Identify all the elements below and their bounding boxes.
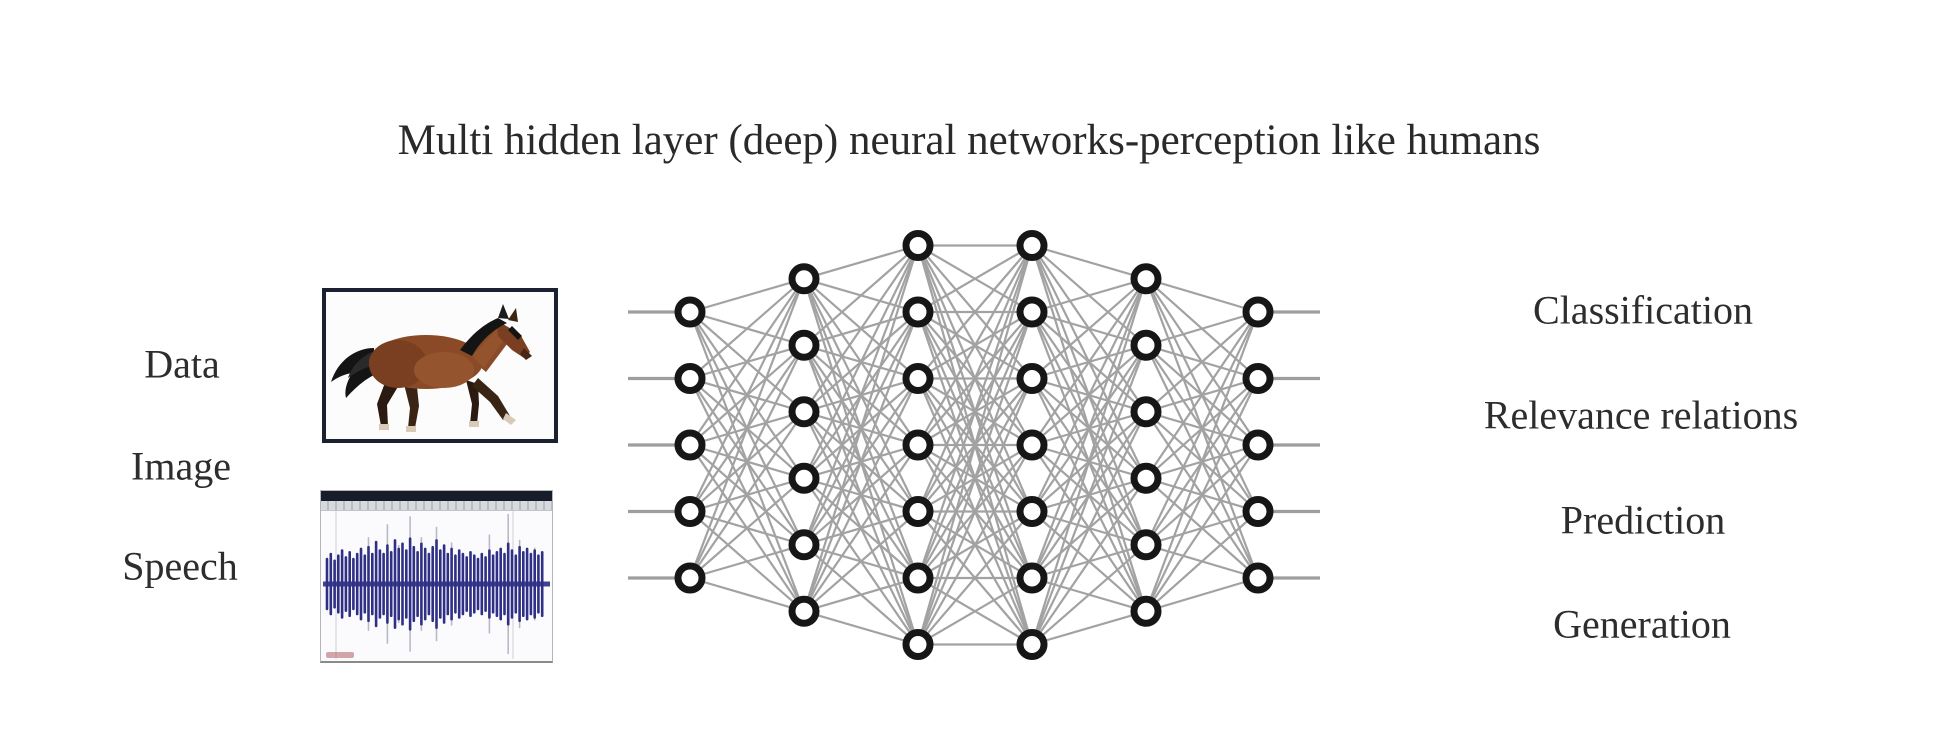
label-image: Image — [131, 443, 231, 489]
speech-timeline-ruler — [321, 501, 552, 511]
neural-network-diagram — [628, 230, 1320, 660]
speech-waveform — [323, 511, 550, 659]
label-relevance-relations: Relevance relations — [1483, 392, 1799, 438]
label-speech: Speech — [122, 543, 238, 589]
diagram-title: Multi hidden layer (deep) neural network… — [397, 117, 1541, 164]
label-data: Data — [144, 341, 220, 387]
label-generation: Generation — [1553, 601, 1731, 647]
label-classification: Classification — [1533, 287, 1753, 333]
speech-waveform-image — [320, 490, 553, 663]
horse-image — [322, 288, 558, 443]
label-prediction: Prediction — [1560, 497, 1726, 543]
horse-illustration — [331, 304, 532, 432]
speech-titlebar — [321, 491, 552, 501]
speech-red-marker — [326, 652, 354, 658]
